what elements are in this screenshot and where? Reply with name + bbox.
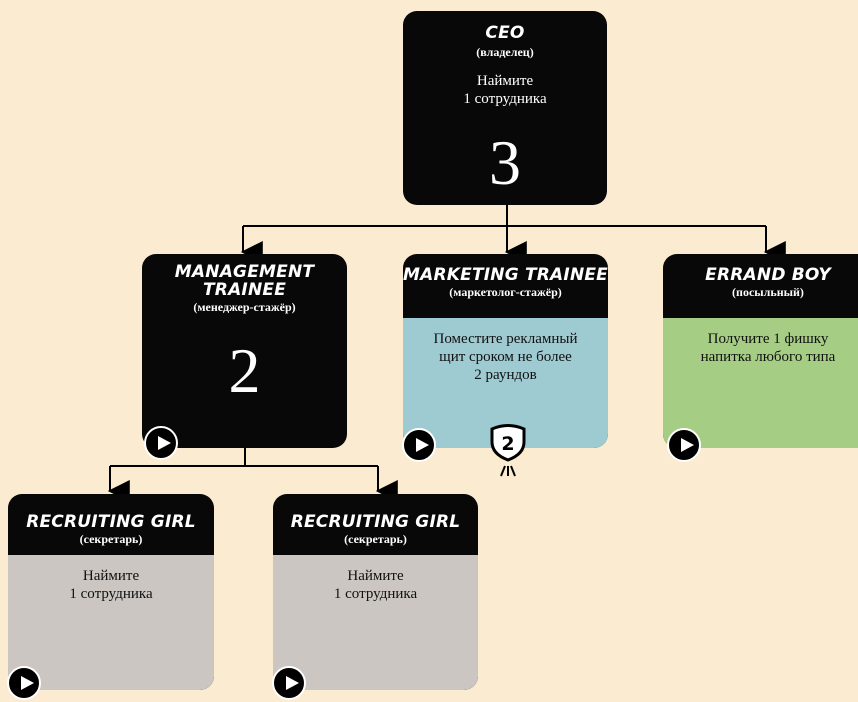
marketing-trainee-body: Поместите рекламный щит сроком не более … bbox=[403, 318, 608, 448]
ceo-number: 3 bbox=[489, 127, 521, 198]
marketing-trainee-play-icon bbox=[402, 428, 436, 462]
management-trainee-card: MANAGEMENT TRAINEE (менеджер-стажёр) 2 bbox=[142, 254, 347, 448]
recruiting-girl-2-subtitle: (секретарь) bbox=[344, 532, 407, 546]
errand-boy-subtitle: (посыльный) bbox=[732, 285, 804, 299]
marketing-trainee-effect: Поместите рекламный щит сроком не более … bbox=[433, 331, 578, 383]
recruiting-girl-card-2: RECRUITING GIRL (секретарь) Наймите 1 со… bbox=[273, 494, 478, 690]
recruiting-girl-1-subtitle: (секретарь) bbox=[79, 532, 143, 546]
billboard-duration-icon: 2 bbox=[490, 424, 526, 477]
errand-boy-card: ERRAND BOY (посыльный) Получите 1 фишку … bbox=[663, 254, 858, 448]
ceo-subtitle: (владелец) bbox=[476, 45, 534, 59]
recruiting-girl-card-1: RECRUITING GIRL (секретарь) Наймите 1 со… bbox=[8, 494, 214, 690]
management-trainee-subtitle: (менеджер-стажёр) bbox=[193, 300, 296, 314]
recruiting-girl-1-effect: Наймите 1 сотрудника bbox=[69, 568, 153, 602]
errand-boy-effect: Получите 1 фишку напитка любого типа bbox=[700, 331, 836, 365]
billboard-duration-number: 2 bbox=[501, 433, 514, 455]
management-trainee-number: 2 bbox=[228, 335, 261, 406]
recruiting-girl-2-title: RECRUITING GIRL bbox=[290, 512, 461, 532]
errand-boy-play-icon bbox=[667, 428, 701, 462]
recruiting-girl-1-title: RECRUITING GIRL bbox=[26, 512, 196, 532]
ceo-effect: Наймите 1 сотрудника bbox=[463, 73, 547, 107]
ceo-title: CEO bbox=[485, 23, 525, 43]
marketing-trainee-card: MARKETING TRAINEE (маркетолог-стажёр) По… bbox=[403, 254, 608, 448]
ceo-card: CEO (владелец) Наймите 1 сотрудника 3 bbox=[403, 11, 607, 205]
recruiting-girl-1-body: Наймите 1 сотрудника bbox=[8, 555, 214, 690]
marketing-trainee-title: MARKETING TRAINEE bbox=[403, 265, 608, 285]
recruiting-girl-2-body: Наймите 1 сотрудника bbox=[273, 555, 478, 690]
errand-boy-title: ERRAND BOY bbox=[705, 265, 831, 285]
errand-boy-body: Получите 1 фишку напитка любого типа bbox=[663, 318, 858, 448]
marketing-trainee-subtitle: (маркетолог-стажёр) bbox=[449, 285, 562, 299]
recruiting-girl-1-play-icon bbox=[7, 666, 41, 700]
recruiting-girl-2-play-icon bbox=[272, 666, 306, 700]
recruiting-girl-2-effect: Наймите 1 сотрудника bbox=[333, 568, 418, 602]
management-trainee-title: MANAGEMENT TRAINEE bbox=[174, 262, 315, 300]
management-trainee-play-icon bbox=[144, 426, 178, 460]
